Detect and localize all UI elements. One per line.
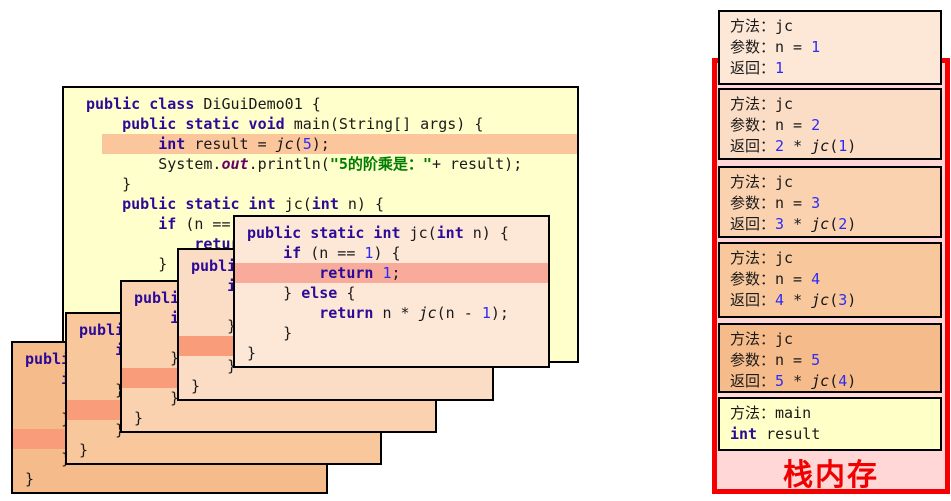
code-line: 返回：4 * jc(3)	[730, 291, 857, 309]
code-line: public static void main(String[] args) {	[122, 115, 484, 133]
code-line: return n * jc(n - 1);	[319, 304, 509, 322]
code-line: 返回：3 * jc(2)	[730, 215, 857, 233]
code-line: int result	[730, 425, 821, 443]
code-line: return 1;	[235, 263, 548, 283]
code-line: }	[134, 389, 180, 407]
stack-frame-jc-n2: 方法：jc 参数：n = 2 返回：2 * jc(1)	[718, 88, 942, 160]
code-line: }	[191, 377, 201, 395]
stack-frame-jc-n1: 方法：jc 参数：n = 1 返回：1	[718, 10, 942, 85]
code-line: } else {	[247, 284, 356, 302]
code-line: 参数：n = 2	[730, 116, 821, 134]
code-line: 参数：n = 3	[730, 194, 821, 212]
code-line: }	[247, 344, 257, 362]
code-line: System.out.println("5的阶乘是："+ result);	[86, 155, 523, 173]
code-line: 方法：jc	[730, 249, 794, 267]
code-line: 返回：1	[730, 59, 785, 77]
stack-frame-jc-n3: 方法：jc 参数：n = 3 返回：3 * jc(2)	[718, 166, 942, 238]
stack-frame-jc-n4: 方法：jc 参数：n = 4 返回：4 * jc(3)	[718, 242, 942, 318]
code-line: }	[134, 409, 144, 427]
code-line: int result = jc(5);	[64, 134, 577, 154]
code-line: 参数：n = 1	[730, 38, 821, 56]
stack-frame-jc-n5: 方法：jc 参数：n = 5 返回：5 * jc(4)	[718, 323, 942, 393]
code-line: 返回：2 * jc(1)	[730, 137, 857, 155]
code-line: 参数：n = 5	[730, 351, 821, 369]
code-line: 方法：jc	[730, 17, 794, 35]
code-line: 方法：main	[730, 404, 812, 422]
code-line: }	[191, 357, 237, 375]
code-line: 方法：jc	[730, 330, 794, 348]
stack-frame-main: 方法：main int result	[718, 397, 942, 451]
code-line: }	[79, 441, 89, 459]
code-line: 返回：5 * jc(4)	[730, 372, 857, 390]
jc-code: public static int jc(int n) { if (n == 1…	[235, 217, 548, 363]
code-line: public class DiGuiDemo01 {	[86, 95, 321, 113]
code-line: }	[79, 421, 125, 439]
code-line: public static int jc(int n) {	[122, 195, 385, 213]
code-line: 方法：jc	[730, 95, 794, 113]
code-line: }	[247, 324, 293, 342]
code-line: 方法：jc	[730, 173, 794, 191]
code-line: public static int jc(int n) {	[247, 224, 509, 242]
code-line: }	[86, 175, 132, 193]
code-line: }	[25, 470, 35, 488]
code-line: if (n == 1) {	[283, 244, 401, 262]
jc-call-window-n1: public static int jc(int n) { if (n == 1…	[233, 215, 550, 368]
stack-memory-label: 栈内存	[783, 459, 879, 492]
code-line: 参数：n = 4	[730, 270, 821, 288]
